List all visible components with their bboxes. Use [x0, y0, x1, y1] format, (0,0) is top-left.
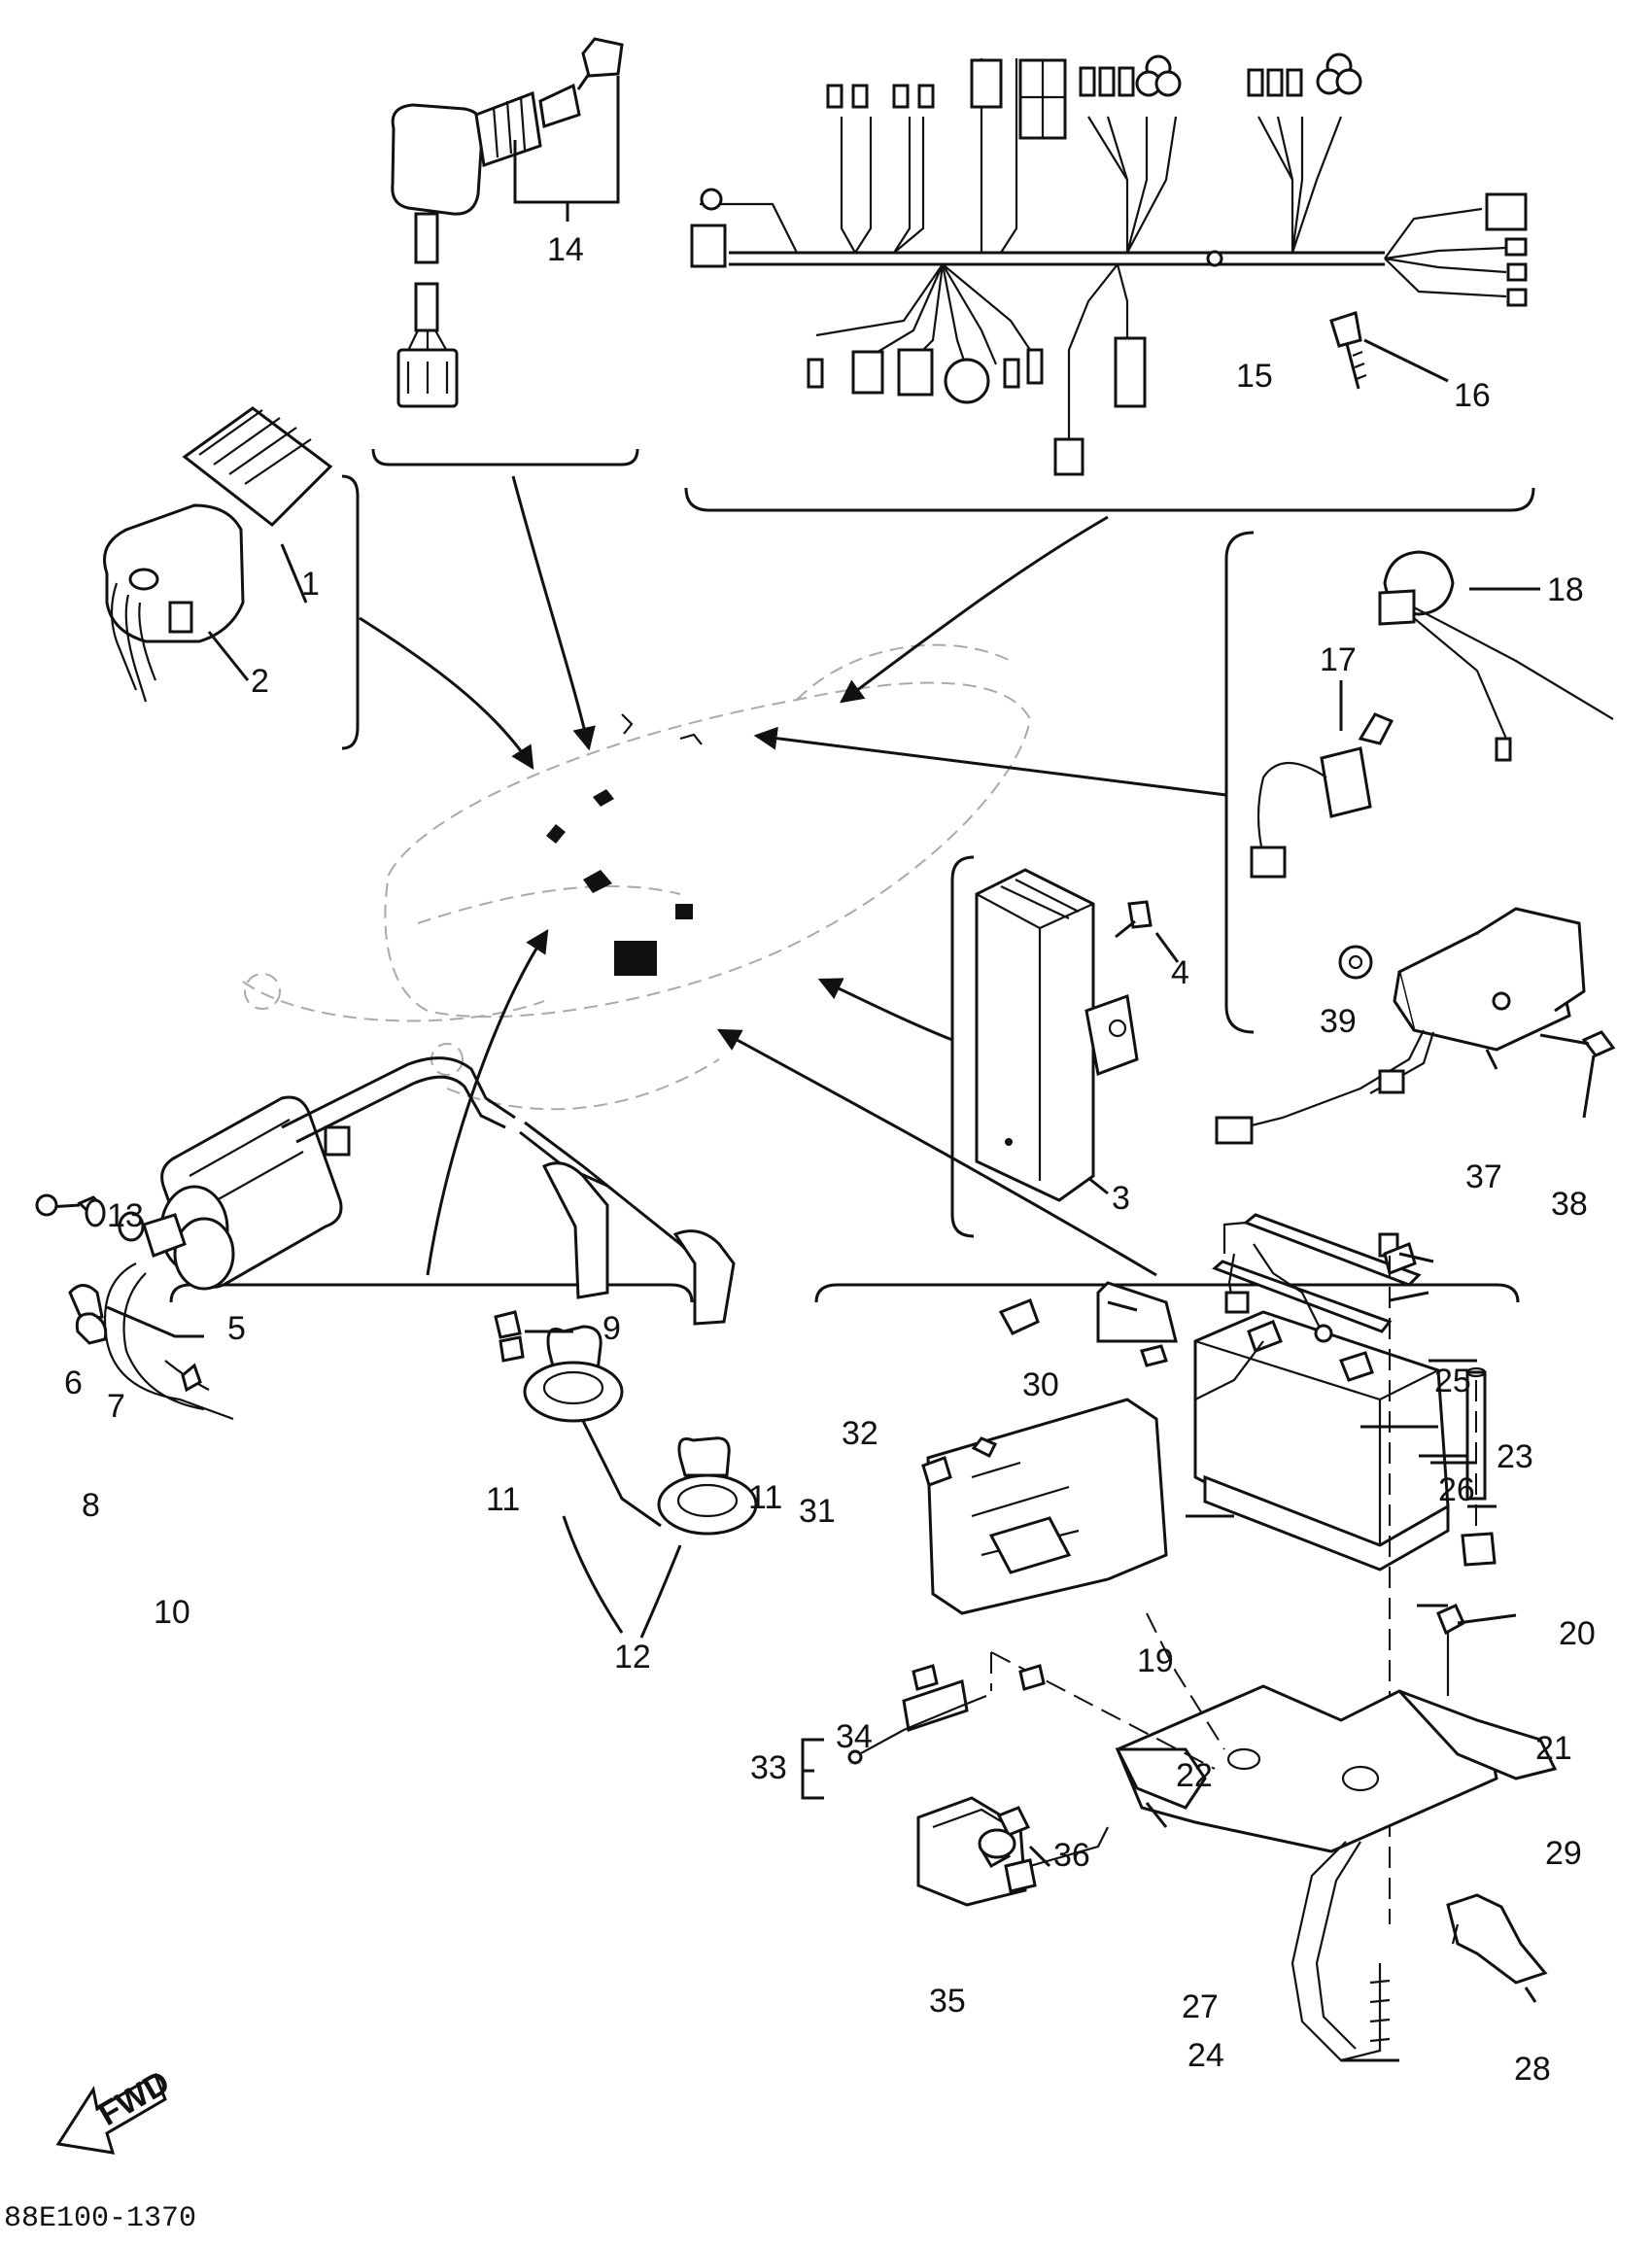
- callout-31: 31: [799, 1493, 836, 1530]
- callout-25: 25: [1434, 1363, 1471, 1399]
- callout-5: 5: [227, 1310, 246, 1347]
- callout-10: 10: [154, 1594, 190, 1631]
- callout-20: 20: [1559, 1615, 1596, 1652]
- battery-assembly: [847, 1213, 1558, 2062]
- callout-21: 21: [1535, 1730, 1572, 1767]
- callout-22: 22: [1176, 1757, 1213, 1794]
- callout-3: 3: [1112, 1180, 1130, 1217]
- callout-16: 16: [1454, 377, 1491, 414]
- callout-12: 12: [614, 1639, 651, 1676]
- callout-19: 19: [1137, 1642, 1174, 1679]
- callout-9: 9: [602, 1310, 621, 1347]
- callout-13: 13: [107, 1197, 144, 1234]
- callout-39: 39: [1320, 1003, 1357, 1040]
- ignition-coil-5-13: [35, 1056, 758, 1639]
- callout-8: 8: [82, 1487, 100, 1524]
- cdi-unit-3-4: [975, 868, 1180, 1202]
- callout-23: 23: [1497, 1438, 1533, 1475]
- callout-29: 29: [1545, 1835, 1582, 1872]
- mounted-part-marker: [675, 904, 693, 919]
- callout-18: 18: [1547, 571, 1584, 608]
- fwd-label: FWD: [92, 2063, 176, 2133]
- location-arrows: [359, 475, 1227, 1277]
- bolt-16: [1329, 311, 1449, 390]
- mounted-part-marker: [583, 870, 612, 893]
- callout-15: 15: [1236, 358, 1273, 395]
- callout-37: 37: [1465, 1158, 1502, 1195]
- fwd-direction-badge: FWD: [55, 2063, 176, 2155]
- mounted-part-marker: [614, 941, 657, 976]
- callout-34: 34: [836, 1718, 873, 1755]
- callout-17: 17: [1320, 641, 1357, 678]
- vehicle-outline: [242, 643, 1032, 1111]
- callout-14: 14: [547, 231, 584, 268]
- main-switch-assembly: [391, 37, 624, 408]
- callout-33: 33: [750, 1749, 787, 1786]
- callout-4: 4: [1171, 954, 1189, 991]
- callout-35: 35: [929, 1983, 966, 2020]
- mounted-part-marker: [593, 789, 614, 807]
- callout-32: 32: [842, 1415, 878, 1452]
- callout-28: 28: [1514, 2051, 1551, 2088]
- callout-24: 24: [1187, 2037, 1224, 2074]
- relay-unit-37-38-39: [1215, 907, 1616, 1145]
- callout-30: 30: [1022, 1366, 1059, 1403]
- callout-36: 36: [1053, 1837, 1090, 1874]
- group-brackets: [169, 448, 1535, 1303]
- callout-38: 38: [1551, 1186, 1588, 1223]
- switch-and-lamp-17-18: [1250, 550, 1614, 879]
- callout-7: 7: [107, 1388, 125, 1425]
- callout-26: 26: [1438, 1471, 1475, 1508]
- wire-harness-assembly: [690, 52, 1528, 476]
- callout-27: 27: [1182, 1988, 1219, 2025]
- callout-11a: 11: [486, 1481, 520, 1518]
- callout-2: 2: [251, 663, 269, 700]
- callout-1: 1: [301, 566, 320, 603]
- drawing-code: 88E100-1370: [4, 2202, 196, 2235]
- mounted-part-marker: [546, 824, 566, 844]
- callout-labels: 1 2 3 4 5 6 7 8 9 10 11 11 12 13 14 15 1…: [64, 231, 1596, 2088]
- callout-6: 6: [64, 1365, 83, 1401]
- cover-and-unit-1-2: [103, 406, 333, 703]
- callout-11b: 11: [748, 1479, 782, 1516]
